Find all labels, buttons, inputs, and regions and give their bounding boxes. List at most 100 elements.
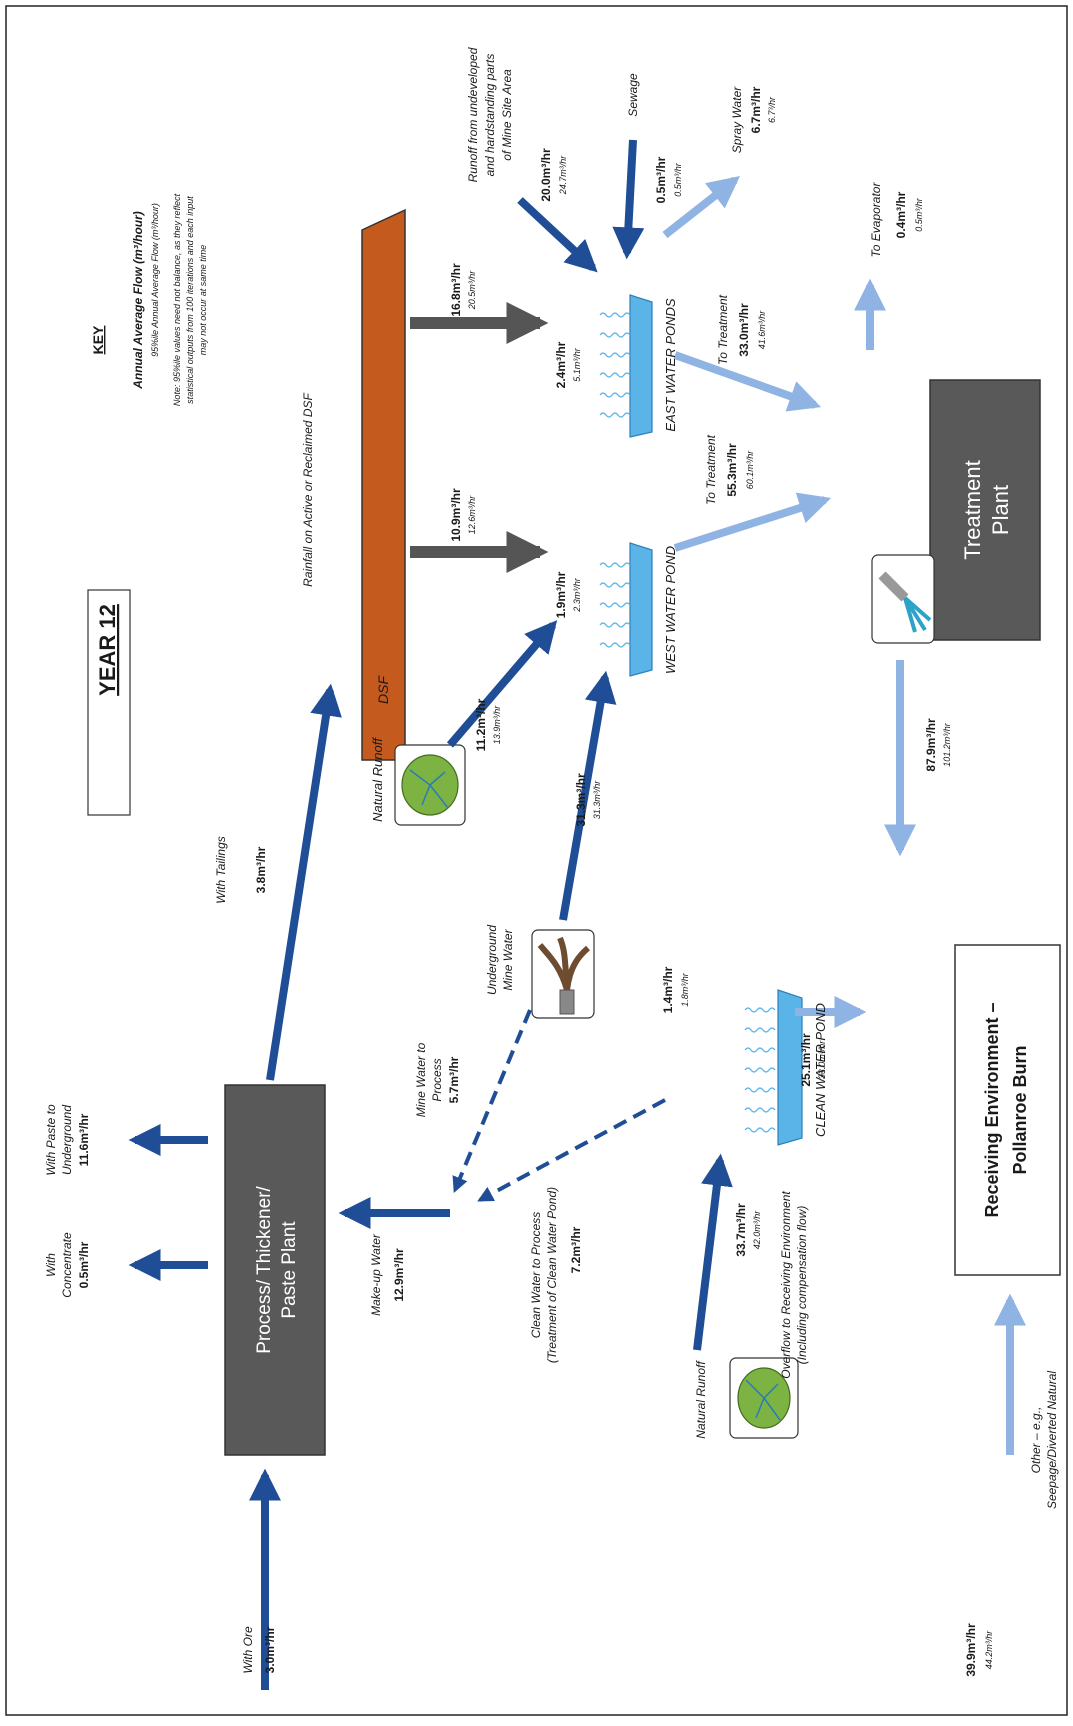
other-label-1: Other – e.g., — [1029, 1407, 1043, 1474]
clean-pond-label: CLEAN WATER POND — [813, 1003, 828, 1137]
outer-frame — [5, 5, 1068, 1716]
spray-value: 6.7m³/hr — [749, 86, 763, 133]
east-pond-rain — [599, 312, 631, 418]
arrow-underground-west — [559, 670, 617, 921]
key-note-3: may not occur at same time — [198, 245, 208, 356]
arrow-clean-to-process — [477, 1098, 666, 1202]
west-treat-p95: 60.1m³/hr — [745, 450, 755, 490]
evap-value: 0.4m³/hr — [894, 191, 908, 238]
natural-runoff-leaf-icon — [394, 744, 466, 826]
arrow-west-to-treatment — [673, 492, 832, 552]
west-pond-rain — [599, 562, 631, 648]
process-plant-label-1: Process/ Thickener/ — [254, 1186, 275, 1354]
cleanproc-value: 7.2m³/hr — [569, 1226, 583, 1273]
runoff-label-3: of Mine Site Area — [500, 69, 514, 161]
tailings-value: 3.8m³/hr — [254, 846, 268, 893]
dsf-west-value: 10.9m³/hr — [449, 488, 463, 542]
overflow-value: 25.1m³/hr — [799, 1033, 813, 1087]
runoff-label-2: and hardstanding parts — [483, 54, 497, 177]
treatment-plant-label-1: Treatment — [960, 460, 985, 559]
clean-rain-p95: 1.8m³/hr — [680, 972, 690, 1007]
treatment-plant-label-2: Plant — [988, 485, 1013, 535]
arrow-tailings — [266, 683, 342, 1081]
west-water-pond — [629, 542, 653, 677]
sewage-value: 0.5m³/hr — [654, 156, 668, 203]
key-line-2: 95%ile Annual Average Flow (m³/hour) — [150, 203, 160, 357]
evap-p95: 0.5m³/hr — [914, 197, 924, 232]
sewage-p95: 0.5m³/hr — [673, 162, 683, 197]
underground-pipe-icon — [531, 929, 595, 1019]
paste-value: 11.6m³/hr — [77, 1113, 91, 1166]
receiving-label-2: Pollanroe Burn — [1010, 1045, 1030, 1174]
underground-west-value: 31.3m³/hr — [574, 773, 588, 827]
west-pond-label: WEST WATER POND — [663, 546, 678, 674]
spray-label: Spray Water — [730, 86, 744, 153]
diagram-title: YEAR 12 — [95, 604, 120, 696]
overflow-label-1: Overflow to Receiving Environment — [779, 1191, 793, 1379]
key-note-2: statistical outputs from 100 iterations … — [185, 196, 195, 404]
minewater-value: 5.7m³/hr — [447, 1056, 461, 1103]
west-treat-value: 55.3m³/hr — [725, 443, 739, 497]
process-plant-box — [224, 1084, 326, 1456]
arrow-east-to-treatment — [673, 351, 822, 412]
arrow-runoff-east — [517, 197, 598, 273]
cleanproc-label-2: (Treatment of Clean Water Pond) — [545, 1187, 559, 1363]
key-line-1: Annual Average Flow (m³/hour) — [131, 211, 145, 390]
paste-label-1: With Paste to — [44, 1104, 58, 1176]
receiving-environment-box — [954, 944, 1061, 1276]
title-box — [87, 589, 131, 816]
key-heading: KEY — [90, 325, 106, 354]
key-note-1: Note: 95%ile values need not balance, as… — [172, 193, 182, 406]
runoff-value: 20.0m³/hr — [539, 148, 553, 202]
overflow-label-2: (Including compensation flow) — [795, 1206, 809, 1365]
east-rain-p95: 5.1m³/hr — [572, 347, 582, 382]
receiving-label-1: Receiving Environment – — [982, 1002, 1002, 1217]
east-treat-p95: 41.6m³/hr — [757, 310, 767, 350]
arrow-mine-water-process — [452, 1009, 532, 1193]
treatment-outlet-pipe-icon — [871, 554, 935, 644]
treat-recv-p95: 101.2m³/hr — [942, 722, 952, 767]
evap-label: To Evaporator — [869, 182, 883, 258]
dsf-east-value: 16.8m³/hr — [449, 263, 463, 317]
natrun-clean-value: 33.7m³/hr — [734, 1203, 748, 1257]
east-treat-label: To Treatment — [716, 294, 730, 365]
sewage-label: Sewage — [626, 73, 640, 117]
west-rain-p95: 2.3m³/hr — [572, 577, 582, 613]
natural-runoff-leaf-icon-bottom — [729, 1357, 799, 1439]
rainfall-label: Rainfall on Active or Reclaimed DSF — [301, 393, 315, 587]
dsf-east-p95: 20.5m³/hr — [467, 270, 477, 311]
other-value: 39.9m³/hr — [964, 1623, 978, 1677]
treat-recv-value: 87.9m³/hr — [924, 718, 938, 772]
ore-value: 3.0m³/hr — [263, 1626, 277, 1673]
tailings-label: With Tailings — [214, 836, 228, 903]
east-treat-value: 33.0m³/hr — [737, 303, 751, 357]
minewater-label-2: Process — [430, 1058, 444, 1101]
arrow-sewage-east — [612, 139, 645, 260]
natrun-west-value: 11.2m³/hr — [474, 698, 488, 751]
makeup-label: Make-up Water — [369, 1233, 383, 1316]
natrun-clean-p95: 42.0m³/hr — [752, 1210, 762, 1250]
other-p95: 44.2m³/hr — [984, 1630, 994, 1670]
makeup-value: 12.9m³/hr — [392, 1248, 406, 1302]
west-rain-value: 1.9m³/hr — [554, 571, 568, 618]
ore-label: With Ore — [241, 1626, 255, 1674]
minewater-label-1: Mine Water to — [414, 1042, 428, 1117]
concentrate-label-2: Concentrate — [60, 1232, 74, 1298]
other-label-2: Seepage/Diverted Natural — [1045, 1371, 1059, 1509]
concentrate-label-1: With — [44, 1253, 58, 1277]
arrow-natrun-clean — [693, 1153, 733, 1351]
dsf-label: DSF — [375, 675, 391, 704]
natural-runoff-label-bottom: Natural Runoff — [694, 1360, 708, 1439]
natural-runoff-label-top: Natural Runoff — [370, 737, 385, 822]
runoff-p95: 24.7m³/hr — [558, 155, 568, 196]
underground-label-1: Underground — [485, 925, 499, 995]
paste-label-2: Underground — [60, 1105, 74, 1175]
arrow-spray-water — [662, 176, 741, 239]
cleanproc-label-1: Clean Water to Process — [529, 1212, 543, 1339]
underground-west-p95: 31.3m³/hr — [592, 780, 602, 820]
clean-pond-rain — [744, 1007, 776, 1133]
east-rain-value: 2.4m³/hr — [554, 341, 568, 388]
concentrate-value: 0.5m³/hr — [77, 1241, 91, 1288]
east-water-ponds — [629, 294, 653, 438]
